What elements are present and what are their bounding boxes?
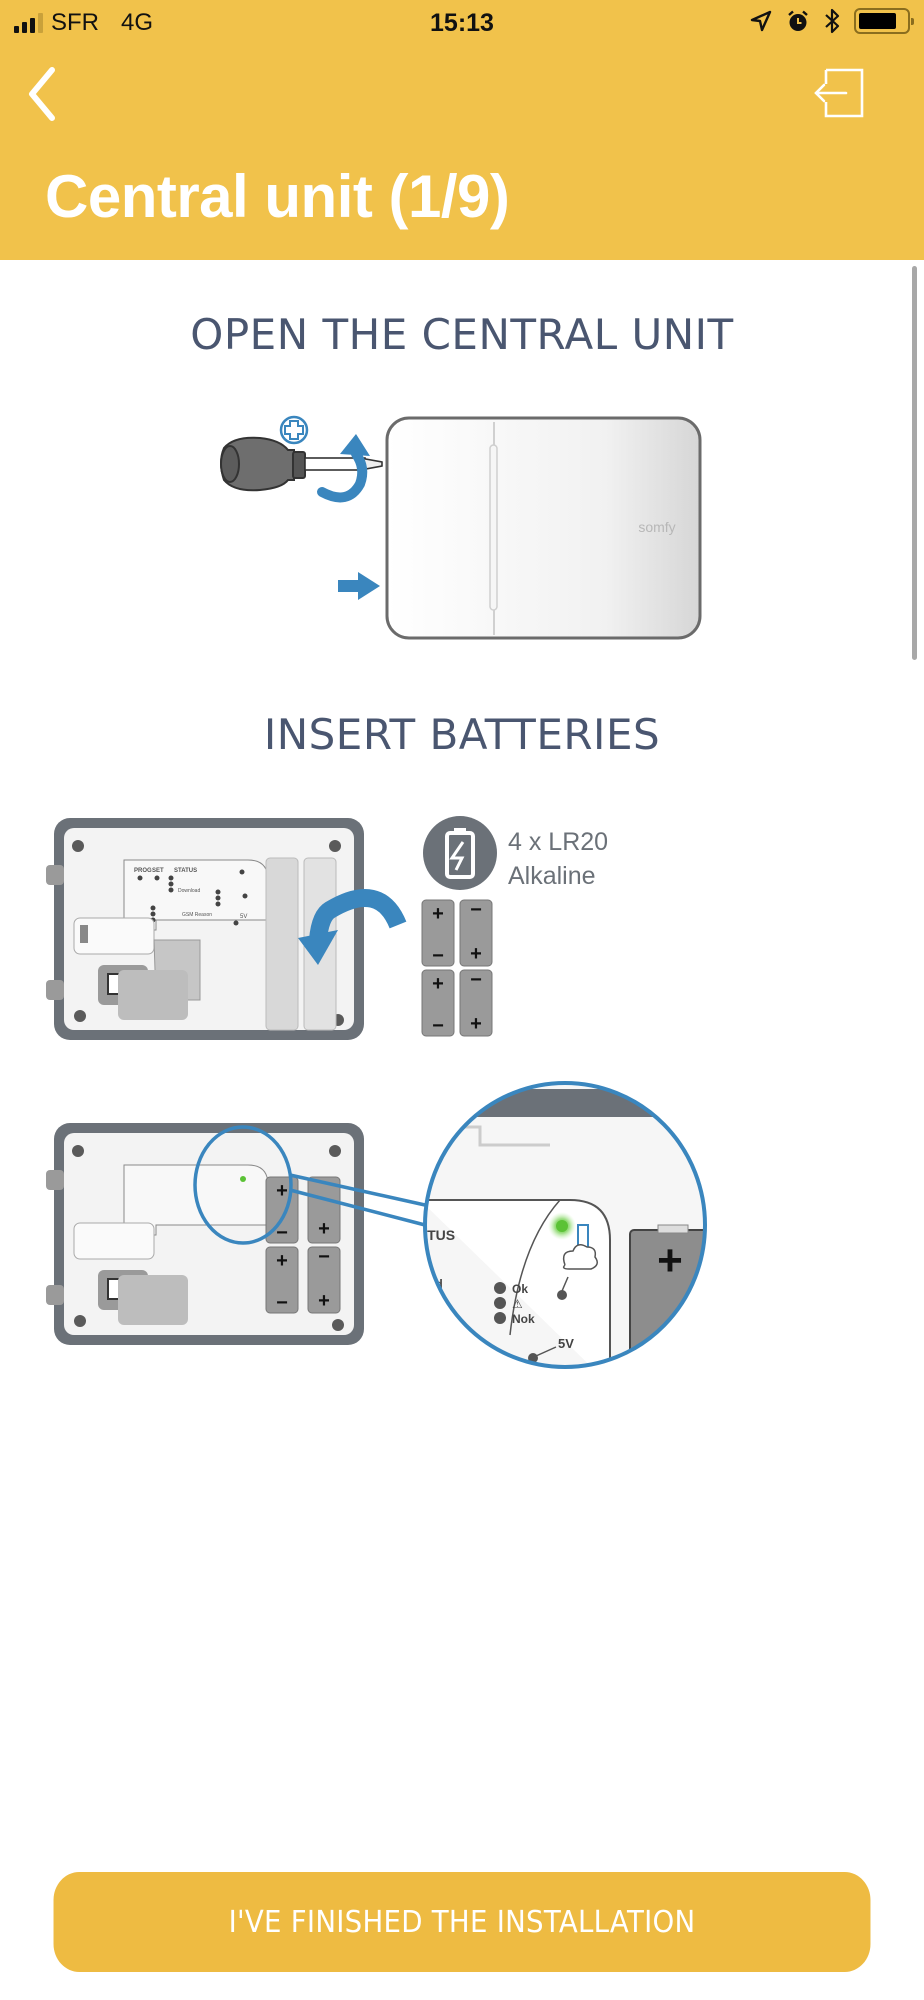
battery-spec-icon bbox=[423, 816, 497, 890]
scrollbar[interactable] bbox=[912, 266, 917, 660]
somfy-logo: somfy bbox=[638, 519, 675, 535]
label-download: Download bbox=[178, 888, 200, 894]
central-unit-device: somfy bbox=[385, 416, 702, 640]
label-status: STATUS bbox=[174, 868, 197, 874]
label-set: SET bbox=[152, 868, 164, 874]
chevron-left-icon bbox=[29, 67, 55, 121]
status-bar-right bbox=[750, 8, 914, 34]
minus-mark: − bbox=[276, 1292, 288, 1314]
label-5v: 5V bbox=[240, 914, 247, 920]
mag-label-status: ATUS bbox=[418, 1227, 455, 1243]
push-arrow-icon bbox=[338, 572, 380, 600]
mag-label-plus: + bbox=[657, 1236, 683, 1285]
label-prog: PROG bbox=[134, 868, 152, 874]
minus-mark: − bbox=[276, 1222, 288, 1244]
battery-spec-line1: 4 x LR20 bbox=[508, 828, 608, 856]
battery-cell: +− bbox=[265, 1246, 299, 1314]
plus-mark: + bbox=[470, 1013, 482, 1035]
mag-label-warn: ⚠ bbox=[512, 1297, 523, 1311]
back-button[interactable] bbox=[22, 62, 66, 122]
mag-label-ok: Ok bbox=[512, 1282, 528, 1296]
magnifier-connector bbox=[193, 1125, 426, 1245]
minus-mark: − bbox=[470, 969, 482, 991]
battery-spec-line2: Alkaline bbox=[508, 862, 596, 890]
cloud-icon bbox=[562, 1244, 598, 1270]
battery-cell: −+ bbox=[459, 899, 493, 967]
battery-cell: −+ bbox=[307, 1246, 341, 1314]
batteries-inserted-illustration: +− +− + −+ ATUS load Ok ⚠ Nok 5V bbox=[46, 1081, 707, 1369]
bluetooth-icon bbox=[825, 8, 840, 34]
rotate-arrow-icon bbox=[317, 434, 370, 503]
mag-label-nok: Nok bbox=[512, 1312, 535, 1326]
clock: 15:13 bbox=[430, 9, 494, 37]
battery-cells: +− −+ +− −+ bbox=[421, 899, 493, 1037]
screwdriver-icon bbox=[220, 436, 383, 492]
plus-mark: + bbox=[470, 943, 482, 965]
battery-cell: + bbox=[307, 1176, 341, 1244]
plus-mark: + bbox=[276, 1250, 288, 1272]
exit-button[interactable] bbox=[810, 64, 870, 122]
minus-mark: − bbox=[470, 899, 482, 921]
phillips-head-icon bbox=[279, 415, 309, 445]
status-bar: SFR 4G 15:13 bbox=[0, 0, 924, 46]
insert-batteries-illustration: PROG SET STATUS Download GSM Reason 5V 4… bbox=[46, 816, 608, 1040]
device-back-open: PROG SET STATUS Download GSM Reason 5V bbox=[46, 818, 364, 1040]
signal-icon bbox=[14, 13, 43, 33]
finish-installation-label: I'VE FINISHED THE INSTALLATION bbox=[228, 1904, 696, 1940]
plus-mark: + bbox=[318, 1290, 330, 1312]
mag-label-5v: 5V bbox=[558, 1336, 574, 1351]
open-unit-illustration: somfy bbox=[220, 415, 702, 640]
header-bar: SFR 4G 15:13 Central unit (1/9) bbox=[0, 0, 924, 260]
page-title: Central unit (1/9) bbox=[45, 163, 510, 230]
battery-insert-arrow-icon bbox=[298, 889, 407, 965]
plus-mark: + bbox=[432, 973, 444, 995]
alarm-icon bbox=[788, 10, 808, 31]
device-back-closed: +− +− + −+ bbox=[46, 1123, 364, 1345]
finish-installation-button[interactable]: I'VE FINISHED THE INSTALLATION bbox=[53, 1872, 871, 1972]
location-icon bbox=[750, 10, 772, 32]
network-label: 4G bbox=[121, 9, 154, 36]
battery-icon bbox=[854, 8, 914, 34]
battery-cell: −+ bbox=[459, 969, 493, 1037]
battery-cell: +− bbox=[421, 969, 455, 1037]
minus-mark: − bbox=[318, 1246, 330, 1268]
section-title-open-unit: OPEN THE CENTRAL UNIT bbox=[190, 310, 734, 359]
label-gsm-reason: GSM Reason bbox=[182, 912, 212, 918]
exit-icon bbox=[814, 68, 864, 118]
plus-mark: + bbox=[432, 903, 444, 925]
section-title-insert-batteries: INSERT BATTERIES bbox=[263, 710, 661, 759]
status-bar-left: SFR 4G bbox=[14, 9, 153, 37]
plus-mark: + bbox=[276, 1180, 288, 1202]
minus-mark: − bbox=[432, 945, 444, 967]
minus-mark: − bbox=[432, 1015, 444, 1037]
plus-mark: + bbox=[318, 1218, 330, 1240]
magnifier-detail: ATUS load Ok ⚠ Nok 5V + bbox=[418, 1081, 707, 1369]
carrier-label: SFR bbox=[51, 9, 99, 36]
battery-cell: +− bbox=[421, 899, 455, 967]
